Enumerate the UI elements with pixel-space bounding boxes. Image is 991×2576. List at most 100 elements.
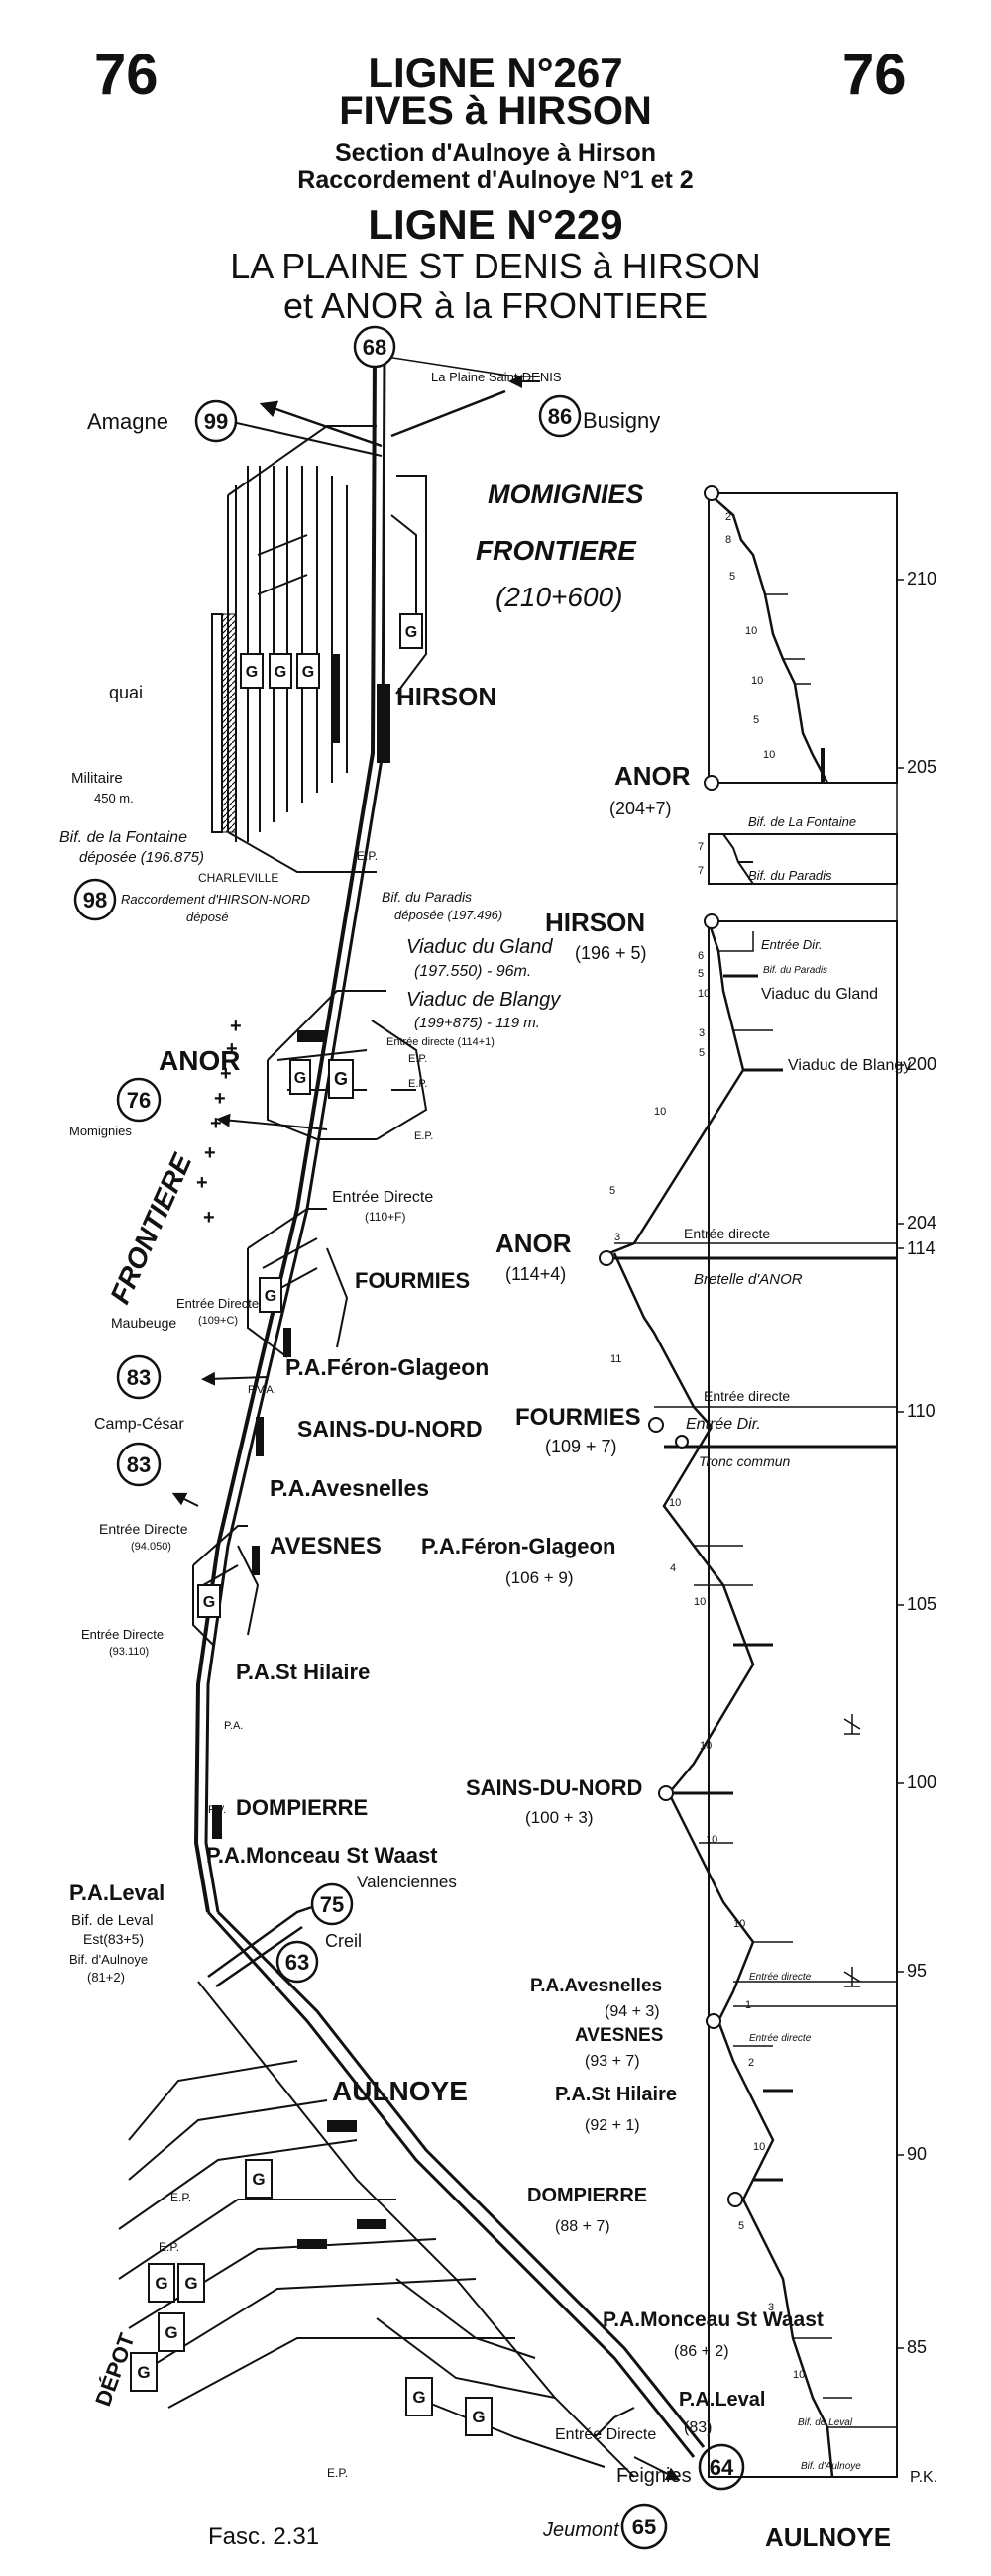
profile-sains: SAINS-DU-NORD xyxy=(466,1775,642,1800)
momignies-label: Momignies xyxy=(69,1124,132,1138)
sains-du-nord-label: SAINS-DU-NORD xyxy=(297,1416,483,1442)
svg-text:85: 85 xyxy=(907,2337,927,2357)
svg-text:6: 6 xyxy=(698,950,704,962)
quai-label: quai xyxy=(109,683,143,702)
svg-text:68: 68 xyxy=(363,335,386,360)
hirson-node xyxy=(704,913,719,929)
svg-text:10: 10 xyxy=(706,1834,717,1846)
creil-label: Creil xyxy=(325,1931,362,1951)
profile-anor: ANOR xyxy=(496,1229,572,1258)
svg-text:3: 3 xyxy=(614,1232,620,1243)
racc-hirson-state: déposé xyxy=(186,910,229,924)
profile-viaduc-gland: Viaduc du Gland xyxy=(761,986,878,1003)
pk-scale: 210 205 200 204 114 110 105 100 95 90 85 xyxy=(896,493,936,2477)
pa-feron-label: P.A.Féron-Glageon xyxy=(285,1354,489,1380)
viaduc-gland-pk: (197.550) - 96m. xyxy=(414,963,531,980)
svg-text:G: G xyxy=(302,664,314,681)
connection-83-maubeuge: 83 Maubeuge xyxy=(111,1315,176,1400)
militaire-label: Militaire xyxy=(71,770,123,787)
profile-section-3 xyxy=(608,920,898,2478)
svg-text:86: 86 xyxy=(548,404,572,429)
profile-fourmies-pk: (109 + 7) xyxy=(545,1437,617,1456)
svg-text:G: G xyxy=(184,2274,197,2293)
connection-76: 76 Momignies xyxy=(69,1077,162,1138)
pa-avesnelles-label: P.A.Avesnelles xyxy=(270,1475,429,1501)
svg-text:G: G xyxy=(412,2388,425,2407)
svg-text:10: 10 xyxy=(733,1918,745,1930)
dompierre-building xyxy=(212,1805,222,1839)
svg-text:E.P.: E.P. xyxy=(408,1053,427,1065)
page-number-left: 76 xyxy=(94,43,159,107)
line1-route: FIVES à HIRSON xyxy=(339,89,652,133)
profile-entree-directe-f: Entrée directe xyxy=(704,1388,790,1404)
entree-directe-93-pk: (93.110) xyxy=(109,1646,149,1658)
svg-text:76: 76 xyxy=(127,1088,151,1113)
entree-directe-109-pk: (109+C) xyxy=(198,1315,238,1327)
profile-anor-pk: (114+4) xyxy=(505,1264,566,1284)
maubeuge-label: Maubeuge xyxy=(111,1315,176,1331)
dompierre-label: DOMPIERRE xyxy=(236,1795,368,1820)
connection-98: 98 xyxy=(73,878,117,921)
svg-text:5: 5 xyxy=(698,968,704,980)
svg-text:83: 83 xyxy=(127,1365,151,1390)
entree-directe-110-label: Entrée Directe xyxy=(332,1189,433,1206)
svg-text:10: 10 xyxy=(694,1596,706,1608)
profile-avesnes: AVESNES xyxy=(575,2025,663,2046)
profile-bif-fontaine: Bif. de La Fontaine xyxy=(748,814,856,829)
svg-text:P.V.: P.V. xyxy=(208,1804,226,1816)
viaduc-blangy-label: Viaduc de Blangy xyxy=(406,989,561,1011)
svg-text:105: 105 xyxy=(907,1594,936,1614)
profile-leval: P.A.Leval xyxy=(679,2389,765,2411)
svg-text:+: + xyxy=(230,1016,242,1037)
svg-text:10: 10 xyxy=(654,1106,666,1118)
svg-text:7: 7 xyxy=(698,865,704,877)
connection-99: 99 Amagne xyxy=(87,399,238,443)
aulnoye-building xyxy=(327,2120,357,2132)
profile-fourmies: FOURMIES xyxy=(515,1404,641,1431)
entree-directe-anor-label: Entrée directe (114+1) xyxy=(386,1036,495,1048)
profile-frontiere: FRONTIERE xyxy=(476,535,637,566)
pa-leval-label: P.A.Leval xyxy=(69,1880,165,1905)
profile-hirson-pk: (196 + 5) xyxy=(575,943,647,963)
svg-text:G: G xyxy=(265,1288,276,1305)
svg-text:5: 5 xyxy=(729,571,735,583)
profile-bif-paradis: Bif. du Paradis xyxy=(748,868,832,883)
svg-text:64: 64 xyxy=(710,2455,734,2480)
svg-text:10: 10 xyxy=(669,1497,681,1509)
svg-text:+: + xyxy=(196,1172,208,1194)
svg-text:E.P.: E.P. xyxy=(408,1078,427,1090)
aulnoye-yard xyxy=(118,2060,681,2481)
svg-text:210: 210 xyxy=(907,569,936,589)
anor-top-node xyxy=(704,775,719,791)
svg-text:G: G xyxy=(246,664,258,681)
profile-avesnes-pk: (93 + 7) xyxy=(585,2053,640,2070)
entree-directe-93-label: Entrée Directe xyxy=(81,1627,164,1642)
svg-text:11: 11 xyxy=(610,1353,621,1365)
aulnoye-sheds: G G G G G G G xyxy=(130,2159,493,2436)
profile-frontiere-pk: (210+600) xyxy=(496,582,622,612)
svg-text:205: 205 xyxy=(907,757,936,777)
svg-text:G: G xyxy=(165,2323,177,2342)
line1-subtitle-2: Raccordement d'Aulnoye N°1 et 2 xyxy=(297,166,694,194)
svg-text:5: 5 xyxy=(609,1185,615,1197)
connection-86: 86 Busigny xyxy=(538,394,660,438)
profile-entree-directe-anor: Entrée directe xyxy=(684,1226,770,1241)
pa-monceau-label: P.A.Monceau St Waast xyxy=(206,1843,438,1868)
connection-68: 68 xyxy=(353,325,396,369)
profile-entree-dir-f2: Entrée Dir. xyxy=(686,1416,761,1433)
svg-text:63: 63 xyxy=(285,1950,309,1975)
amagne-label: Amagne xyxy=(87,409,168,434)
profile-monceau: P.A.Monceau St Waast xyxy=(603,2308,824,2331)
svg-text:G: G xyxy=(203,1594,215,1611)
valenciennes-label: Valenciennes xyxy=(357,1873,457,1891)
bif-aulnoye-label: Bif. d'Aulnoye xyxy=(69,1952,148,1967)
svg-text:110: 110 xyxy=(907,1401,936,1421)
bif-paradis-label: Bif. du Paradis xyxy=(382,889,472,905)
svg-text:10: 10 xyxy=(763,749,775,761)
busigny-label: Busigny xyxy=(583,408,660,433)
entree-directe-94-label: Entrée Directe xyxy=(99,1521,188,1537)
header: 76 76 LIGNE N°267 FIVES à HIRSON Section… xyxy=(0,0,991,337)
profile-avesnelles-pk: (94 + 3) xyxy=(605,2003,660,2020)
profile-feron: P.A.Féron-Glageon xyxy=(421,1534,615,1558)
